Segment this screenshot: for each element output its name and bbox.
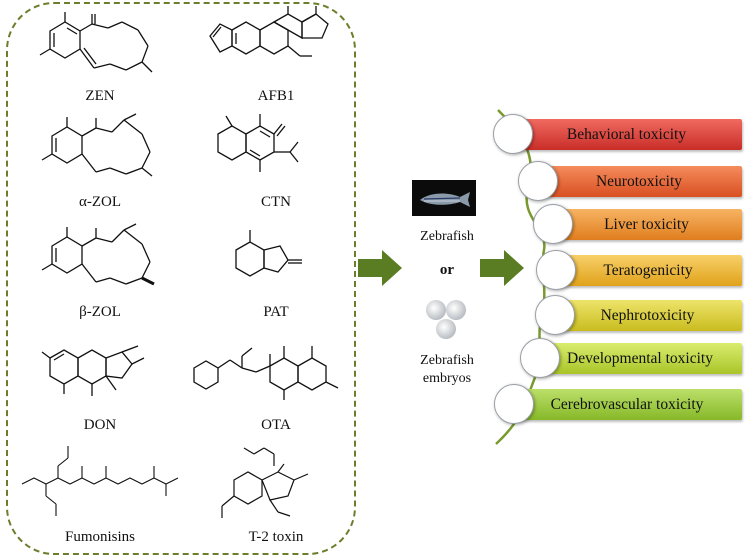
- beta-zol-structure: [32, 218, 182, 305]
- bar-label: Neurotoxicity: [595, 172, 683, 190]
- right-arrow-icon: [358, 250, 402, 286]
- bar-label: Behavioral toxicity: [566, 125, 687, 143]
- afb1-structure: [200, 4, 350, 89]
- bar-liver-toxicity: Liver toxicity: [551, 209, 742, 240]
- label-don: DON: [83, 417, 117, 433]
- bar-developmental-toxicity: Developmental toxicity: [538, 343, 742, 374]
- fumonisins-structure: [14, 440, 194, 531]
- bar-label: Cerebrovascular toxicity: [550, 395, 704, 413]
- bar-bullet: [536, 250, 576, 290]
- bar-label: Nephrotoxicity: [600, 306, 695, 324]
- bar-label: Liver toxicity: [604, 215, 689, 233]
- label-pat: PAT: [263, 304, 289, 320]
- bar-bullet: [520, 338, 560, 378]
- label-ota: OTA: [261, 417, 291, 433]
- bar-bullet: [518, 161, 558, 201]
- pat-structure: [222, 220, 342, 303]
- zebrafish-embryos-image: [426, 300, 466, 339]
- bar-bullet: [535, 295, 575, 335]
- alpha-zol-structure: [32, 108, 182, 195]
- bar-teratogenicity: Teratogenicity: [554, 255, 742, 286]
- t2-toxin-structure: [204, 440, 344, 533]
- or-label: or: [439, 262, 455, 278]
- embryos-label-line2: embryos: [422, 371, 472, 386]
- bar-cerebrovascular-toxicity: Cerebrovascular toxicity: [512, 389, 742, 420]
- bar-label: Developmental toxicity: [567, 349, 713, 367]
- label-ctn: CTN: [261, 194, 291, 210]
- label-zen: ZEN: [85, 88, 115, 104]
- embryos-label-line1: Zebrafish: [420, 353, 474, 368]
- mycotoxin-panel: [6, 2, 356, 555]
- bar-neurotoxicity: Neurotoxicity: [536, 166, 742, 197]
- bar-label: Teratogenicity: [603, 261, 693, 279]
- label-t2-toxin: T-2 toxin: [248, 529, 304, 545]
- right-arrow-icon: [480, 250, 524, 286]
- ota-structure: [186, 332, 351, 425]
- zebrafish-label: Zebrafish: [420, 229, 474, 244]
- label-fumonisins: Fumonisins: [64, 529, 136, 545]
- zen-structure: [30, 6, 180, 91]
- bar-nephrotoxicity: Nephrotoxicity: [553, 300, 742, 331]
- bar-bullet: [533, 204, 573, 244]
- bar-bullet: [494, 384, 534, 424]
- label-afb1: AFB1: [257, 88, 295, 104]
- zebrafish-image: [412, 180, 476, 216]
- ctn-structure: [208, 110, 348, 195]
- bar-behavioral-toxicity: Behavioral toxicity: [511, 119, 742, 150]
- label-alpha-zol: α-ZOL: [78, 194, 121, 210]
- bar-bullet: [493, 114, 533, 154]
- label-beta-zol: β-ZOL: [79, 304, 121, 320]
- don-structure: [34, 332, 174, 421]
